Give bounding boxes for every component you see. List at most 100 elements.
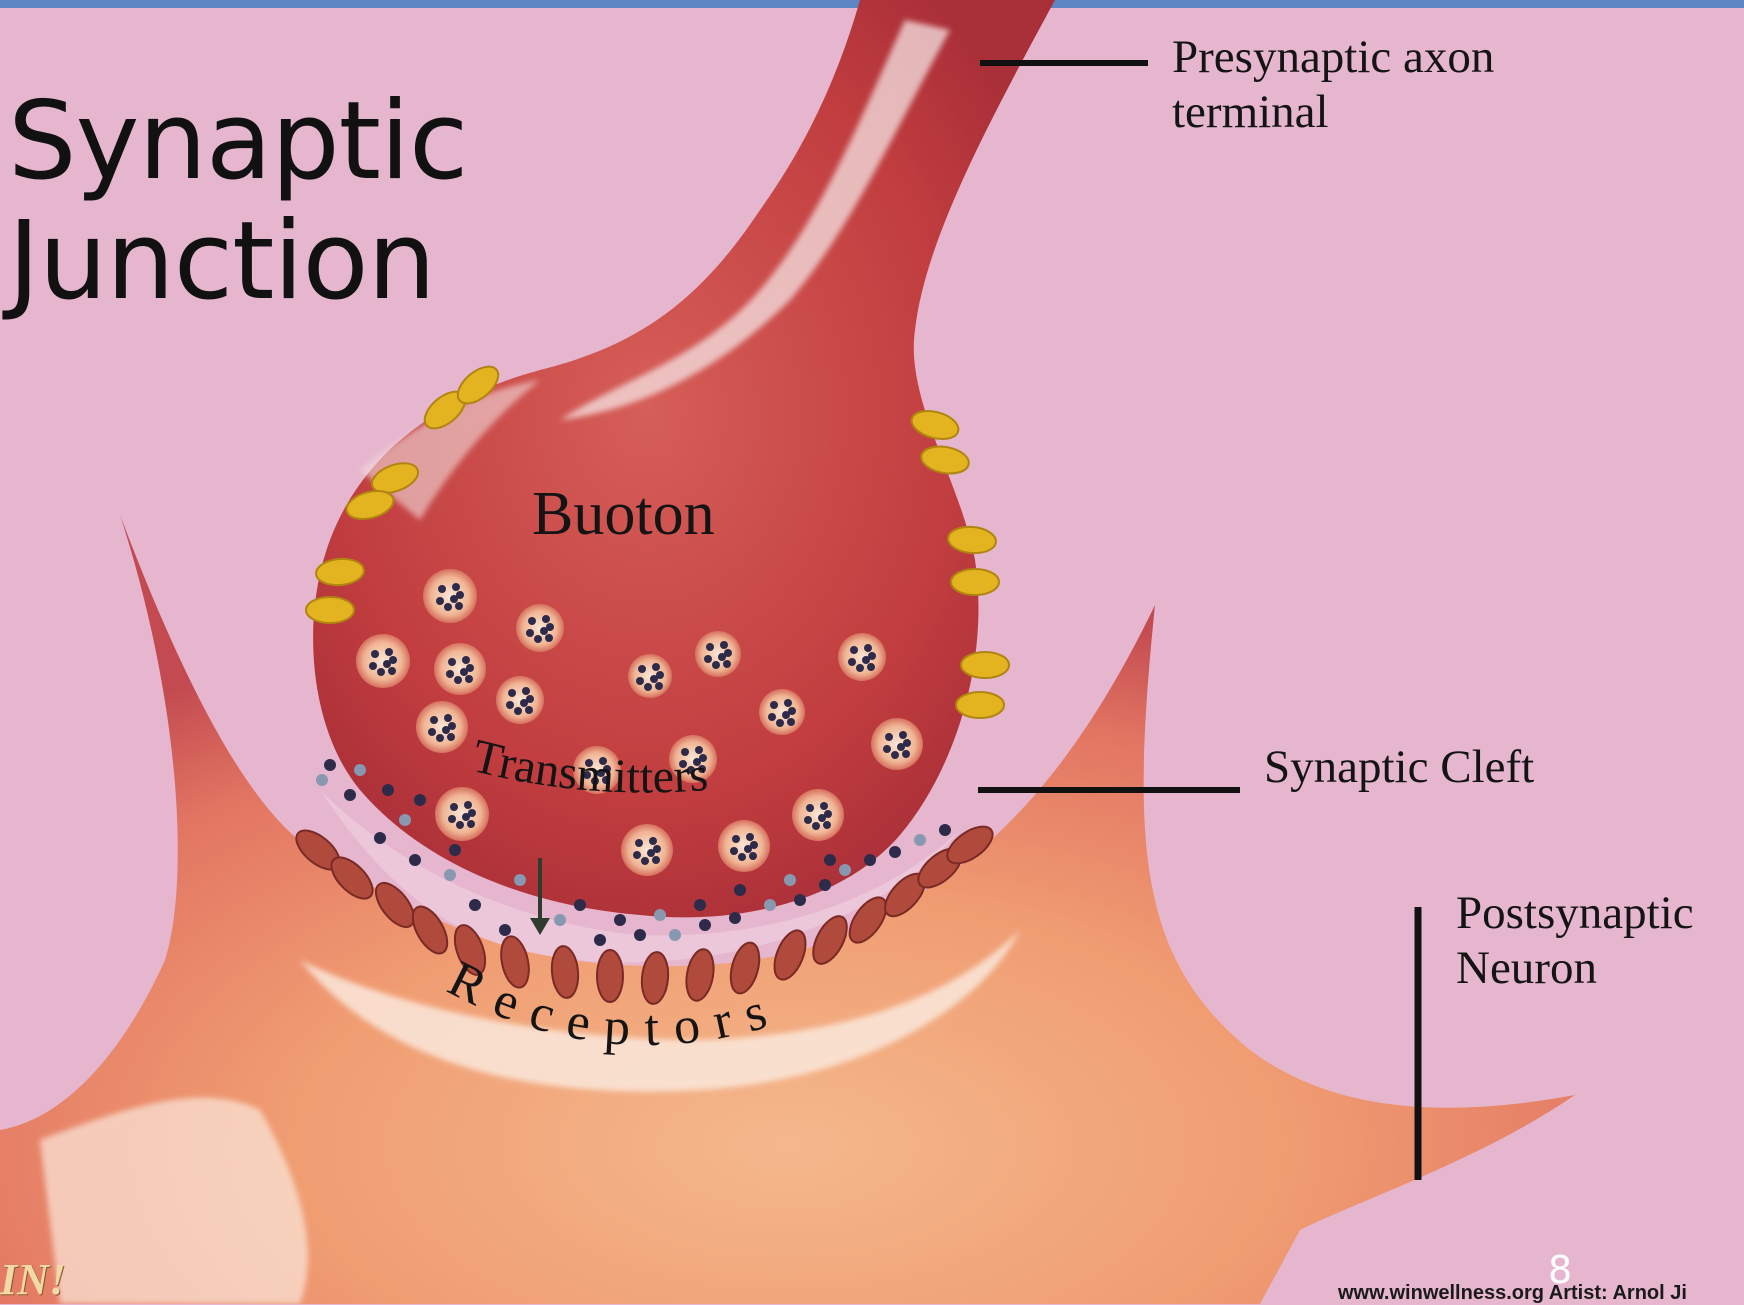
- vesicle-transmitter-dot: [655, 682, 663, 690]
- logo: IN!: [0, 1254, 66, 1305]
- vesicle-transmitter-dot: [868, 652, 876, 660]
- transmitter-dot: [374, 832, 386, 844]
- vesicle-membrane: [695, 631, 741, 677]
- vesicle-transmitter-dot: [883, 745, 891, 753]
- vesicle: [838, 633, 886, 681]
- vesicle: [792, 789, 844, 841]
- vesicle-transmitter-dot: [784, 699, 792, 707]
- vesicle-transmitter-dot: [806, 804, 814, 812]
- vesicle-membrane: [356, 634, 410, 688]
- vesicle-transmitter-dot: [388, 667, 396, 675]
- vesicle-transmitter-dot: [891, 751, 899, 759]
- vesicle-membrane: [435, 787, 489, 841]
- transmitter-dot: [614, 914, 626, 926]
- vesicle-transmitter-dot: [467, 820, 475, 828]
- vesicle-transmitter-dot: [656, 671, 664, 679]
- presynaptic-label: Presynaptic axon terminal: [1172, 30, 1494, 141]
- vesicle-transmitter-dot: [534, 635, 542, 643]
- vesicle: [621, 824, 673, 876]
- vesicle-transmitter-dot: [652, 856, 660, 864]
- transmitter-dot: [784, 874, 796, 886]
- vesicle: [496, 676, 544, 724]
- transmitter-dot: [839, 864, 851, 876]
- vesicle-transmitter-dot: [732, 835, 740, 843]
- transmitter-dot: [399, 814, 411, 826]
- transmitter-dot: [764, 899, 776, 911]
- vesicle-transmitter-dot: [706, 643, 714, 651]
- vesicle-transmitter-dot: [804, 816, 812, 824]
- vesicle-transmitter-dot: [542, 615, 550, 623]
- vesicle-transmitter-dot: [633, 851, 641, 859]
- vesicle-transmitter-dot: [508, 689, 516, 697]
- transmitter-dot: [699, 919, 711, 931]
- vesicle-transmitter-dot: [770, 701, 778, 709]
- title-line-1: Synaptic: [8, 88, 467, 196]
- transmitter-dot: [729, 912, 741, 924]
- vesicle: [516, 604, 564, 652]
- vesicle-transmitter-dot: [452, 583, 460, 591]
- vesicle-membrane: [718, 820, 770, 872]
- vesicle-transmitter-dot: [454, 676, 462, 684]
- credit-text: www.winwellness.org Artist: Arnol Ji: [1338, 1282, 1687, 1305]
- vesicle-transmitter-dot: [444, 714, 452, 722]
- transmitter-dot: [324, 759, 336, 771]
- vesicle-transmitter-dot: [902, 750, 910, 758]
- transmitter-dot: [354, 764, 366, 776]
- transmitter-dot: [824, 854, 836, 866]
- vesicle: [435, 787, 489, 841]
- vesicle-transmitter-dot: [768, 713, 776, 721]
- vesicle-transmitter-dot: [885, 733, 893, 741]
- vesicle-transmitter-dot: [750, 841, 758, 849]
- transmitter-dot: [939, 824, 951, 836]
- vesicle-membrane: [423, 569, 477, 623]
- vesicle-transmitter-dot: [653, 845, 661, 853]
- vesicle-transmitter-dot: [389, 656, 397, 664]
- vesicle: [423, 569, 477, 623]
- transmitter-dot: [694, 899, 706, 911]
- vesicle-membrane: [434, 643, 486, 695]
- vesicle: [871, 718, 923, 770]
- transmitter-dot: [654, 909, 666, 921]
- vesicle-transmitter-dot: [641, 857, 649, 865]
- vesicle-transmitter-dot: [528, 617, 536, 625]
- transmitter-dot: [554, 914, 566, 926]
- transmitter-dot: [734, 884, 746, 896]
- vesicle-transmitter-dot: [635, 839, 643, 847]
- vesicle-transmitter-dot: [903, 739, 911, 747]
- vesicle-transmitter-dot: [787, 718, 795, 726]
- vesicle-transmitter-dot: [430, 716, 438, 724]
- vesicle: [718, 820, 770, 872]
- ion-channel: [956, 692, 1004, 718]
- transmitter-dot: [574, 899, 586, 911]
- transmitter-dot: [514, 874, 526, 886]
- vesicle-transmitter-dot: [436, 597, 444, 605]
- vesicle-transmitter-dot: [455, 602, 463, 610]
- transmitter-dot: [819, 879, 831, 891]
- vesicle-transmitter-dot: [776, 719, 784, 727]
- ion-channel: [306, 597, 354, 623]
- transmitter-dot: [449, 844, 461, 856]
- transmitter-dot: [382, 784, 394, 796]
- vesicle-transmitter-dot: [448, 815, 456, 823]
- transmitter-dot: [864, 854, 876, 866]
- postsynaptic-highlight-left: [40, 1098, 308, 1304]
- postsynaptic-label-line-1: Postsynaptic: [1456, 886, 1694, 941]
- presynaptic-label-line-2: terminal: [1172, 85, 1494, 140]
- vesicle-membrane: [838, 633, 886, 681]
- vesicle-transmitter-dot: [812, 822, 820, 830]
- vesicle-membrane: [628, 654, 672, 698]
- transmitter-dot: [914, 834, 926, 846]
- vesicle-transmitter-dot: [856, 664, 864, 672]
- vesicle-transmitter-dot: [724, 649, 732, 657]
- transmitter-dot: [409, 854, 421, 866]
- vesicle-transmitter-dot: [899, 731, 907, 739]
- vesicle-transmitter-dot: [788, 707, 796, 715]
- transmitter-dot: [889, 846, 901, 858]
- transmitter-dot: [469, 899, 481, 911]
- vesicle-transmitter-dot: [428, 728, 436, 736]
- transmitter-dot: [594, 934, 606, 946]
- title-line-2: Junction: [8, 208, 435, 316]
- vesicle-transmitter-dot: [371, 650, 379, 658]
- vesicle-transmitter-dot: [704, 655, 712, 663]
- vesicle-transmitter-dot: [749, 852, 757, 860]
